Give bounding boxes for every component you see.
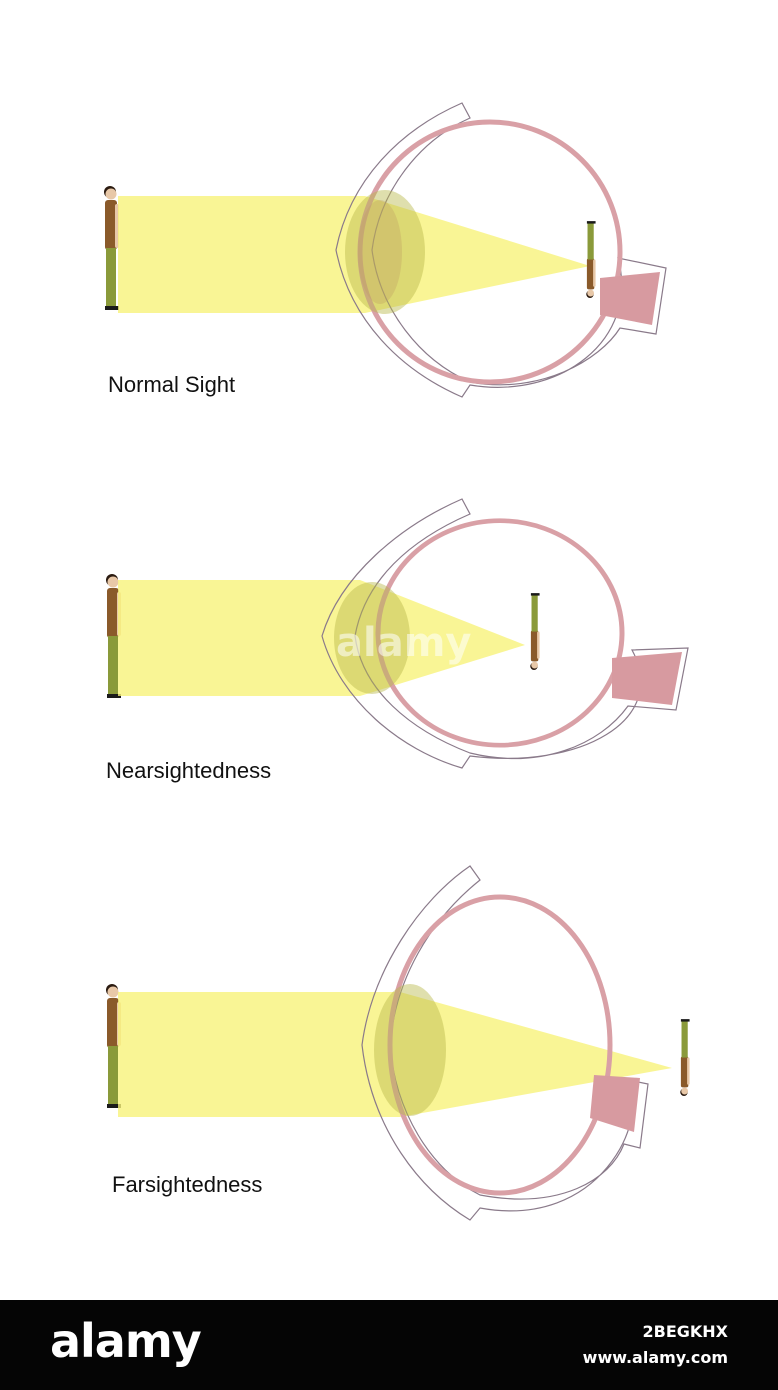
footer-image-id: 2BEGKHX <box>642 1322 728 1341</box>
caption-nearsightedness: Nearsightedness <box>106 758 272 783</box>
optic-nerve <box>600 272 660 325</box>
lens <box>334 582 410 694</box>
lens <box>345 190 425 314</box>
footer-site-url: www.alamy.com <box>582 1348 728 1367</box>
person-figure <box>104 186 119 310</box>
inverted-image-figure <box>680 1019 689 1096</box>
caption-normal-sight: Normal Sight <box>108 372 236 397</box>
eye-outline <box>321 498 689 769</box>
diagram-stage: Normal Sight Nearsightedness Farsightedn… <box>104 102 778 1221</box>
optic-nerve <box>612 652 682 705</box>
light-beam <box>118 992 672 1117</box>
light-beam <box>118 196 590 313</box>
normal-sight-diagram <box>104 102 667 398</box>
caption-farsightedness: Farsightedness <box>112 1172 263 1197</box>
inverted-image-figure <box>530 593 539 670</box>
eye-outline <box>361 865 649 1221</box>
lens <box>374 984 446 1116</box>
nearsightedness-diagram <box>106 498 689 769</box>
light-beam <box>118 580 525 696</box>
footer-bar: alamy 2BEGKHX www.alamy.com <box>0 1300 778 1390</box>
farsightedness-diagram <box>106 865 690 1221</box>
eye-outline <box>335 102 667 398</box>
optic-nerve <box>590 1075 640 1132</box>
eye-diagrams-svg <box>104 102 778 1221</box>
footer-brand-logo: alamy <box>50 1314 202 1368</box>
watermark: alamy <box>336 620 472 666</box>
inverted-image-figure <box>586 221 595 298</box>
